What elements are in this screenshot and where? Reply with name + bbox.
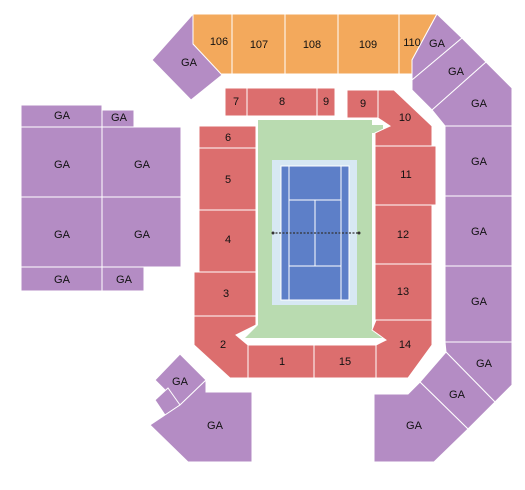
section-109[interactable]: 109 [337, 13, 400, 75]
ga-right-3[interactable]: GA [444, 265, 513, 343]
ga-right-1[interactable]: GA [444, 125, 513, 197]
section-14[interactable]: 14 [371, 319, 433, 379]
section-3[interactable]: 3 [193, 271, 257, 317]
section-11[interactable]: 11 [374, 145, 437, 206]
section-15[interactable]: 15 [313, 344, 377, 379]
section-12[interactable]: 12 [374, 204, 433, 265]
section-2[interactable]: 2 [193, 315, 257, 379]
ga-left-2[interactable]: GA [101, 126, 182, 198]
section-4[interactable]: 4 [198, 209, 257, 273]
section-7[interactable]: 7 [224, 87, 248, 117]
section-13[interactable]: 13 [374, 263, 433, 321]
ga-left-3[interactable]: GA [20, 196, 103, 268]
section-6[interactable]: 6 [198, 125, 257, 149]
ga-left-top-2[interactable]: GA [101, 109, 135, 128]
net-post-right [357, 231, 361, 235]
ga-left-bottom-2[interactable]: GA [101, 266, 145, 292]
section-5[interactable]: 5 [198, 147, 257, 211]
section-9-left[interactable]: 9 [316, 87, 336, 117]
ga-left-top-1[interactable]: GA [20, 104, 103, 128]
section-107[interactable]: 107 [231, 13, 286, 75]
net-post-left [271, 231, 275, 235]
section-108[interactable]: 108 [284, 13, 339, 75]
section-9-right[interactable]: 9 [346, 89, 379, 119]
ga-left-4[interactable]: GA [101, 196, 182, 268]
ga-right-2[interactable]: GA [444, 195, 513, 267]
ga-left-1[interactable]: GA [20, 126, 103, 198]
section-8[interactable]: 8 [246, 87, 318, 117]
ga-left-bottom-1[interactable]: GA [20, 266, 103, 292]
section-1[interactable]: 1 [247, 344, 315, 379]
